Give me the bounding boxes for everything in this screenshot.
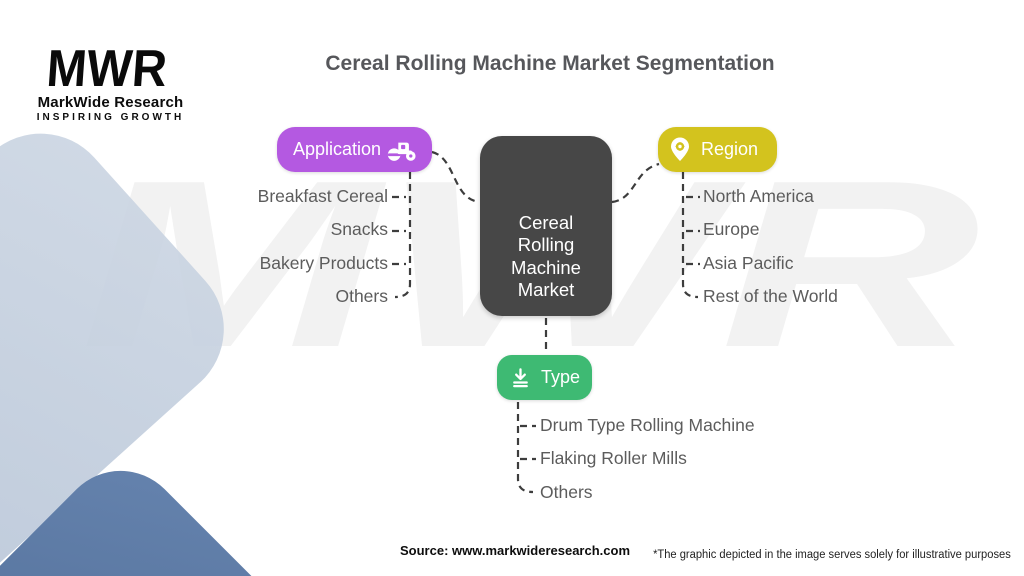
application-item: Bakery Products — [259, 252, 388, 273]
type-item: Drum Type Rolling Machine — [540, 415, 755, 435]
region-badge: Region — [658, 127, 777, 172]
application-badge: Application — [277, 127, 432, 172]
connector-application-curve — [431, 150, 480, 204]
connector-region-trunk — [681, 172, 699, 299]
markwide-logo: MWR MarkWide Research INSPIRING GROWTH — [28, 38, 193, 123]
tractor-icon — [387, 142, 416, 161]
type-item: Flaking Roller Mills — [540, 448, 687, 469]
region-badge-label: Region — [701, 139, 759, 159]
application-badge-label: Application — [293, 139, 382, 159]
application-item-list: Breakfast Cereal Snacks Bakery Products … — [258, 180, 388, 314]
logo-mark-text: MWR — [45, 40, 169, 96]
region-item-list: North America Europe Asia Pacific Rest o… — [703, 180, 838, 314]
logo-tagline: INSPIRING GROWTH — [36, 112, 185, 123]
source-credit: Source: www.markwideresearch.com — [400, 543, 631, 558]
application-item: Breakfast Cereal — [257, 186, 388, 206]
type-badge-label: Type — [540, 367, 580, 387]
mwr-logo-mark: MWR — [45, 40, 169, 96]
central-label-line3: Machine — [511, 256, 581, 278]
application-item: Snacks — [330, 219, 388, 240]
connector-type-trunk — [516, 402, 534, 494]
type-item-list: Drum Type Rolling Machine Flaking Roller… — [540, 409, 755, 509]
location-pin-gear-icon — [671, 137, 689, 161]
region-item: Europe — [703, 219, 760, 240]
central-label-line1: Cereal — [518, 211, 574, 233]
region-item: North America — [703, 186, 814, 206]
type-item: Others — [540, 481, 593, 502]
connector-application-trunk — [394, 172, 412, 299]
connector-region-curve — [611, 162, 660, 204]
download-icon — [513, 367, 528, 387]
central-label-line2: Rolling — [517, 234, 575, 256]
region-item: Asia Pacific — [703, 252, 794, 273]
central-market-label: Cereal Rolling Machine Market — [511, 212, 581, 316]
logo-company-name: MarkWide Research — [37, 94, 184, 111]
page-title: Cereal Rolling Machine Market Segmentati… — [325, 52, 775, 75]
central-market-node: Cereal Rolling Machine Market — [480, 136, 612, 316]
application-item: Others — [335, 286, 388, 307]
central-label-line4: Market — [517, 279, 575, 301]
type-badge: Type — [497, 355, 592, 400]
disclaimer-note: *The graphic depicted in the image serve… — [653, 549, 1011, 561]
region-item: Rest of the World — [703, 286, 838, 307]
